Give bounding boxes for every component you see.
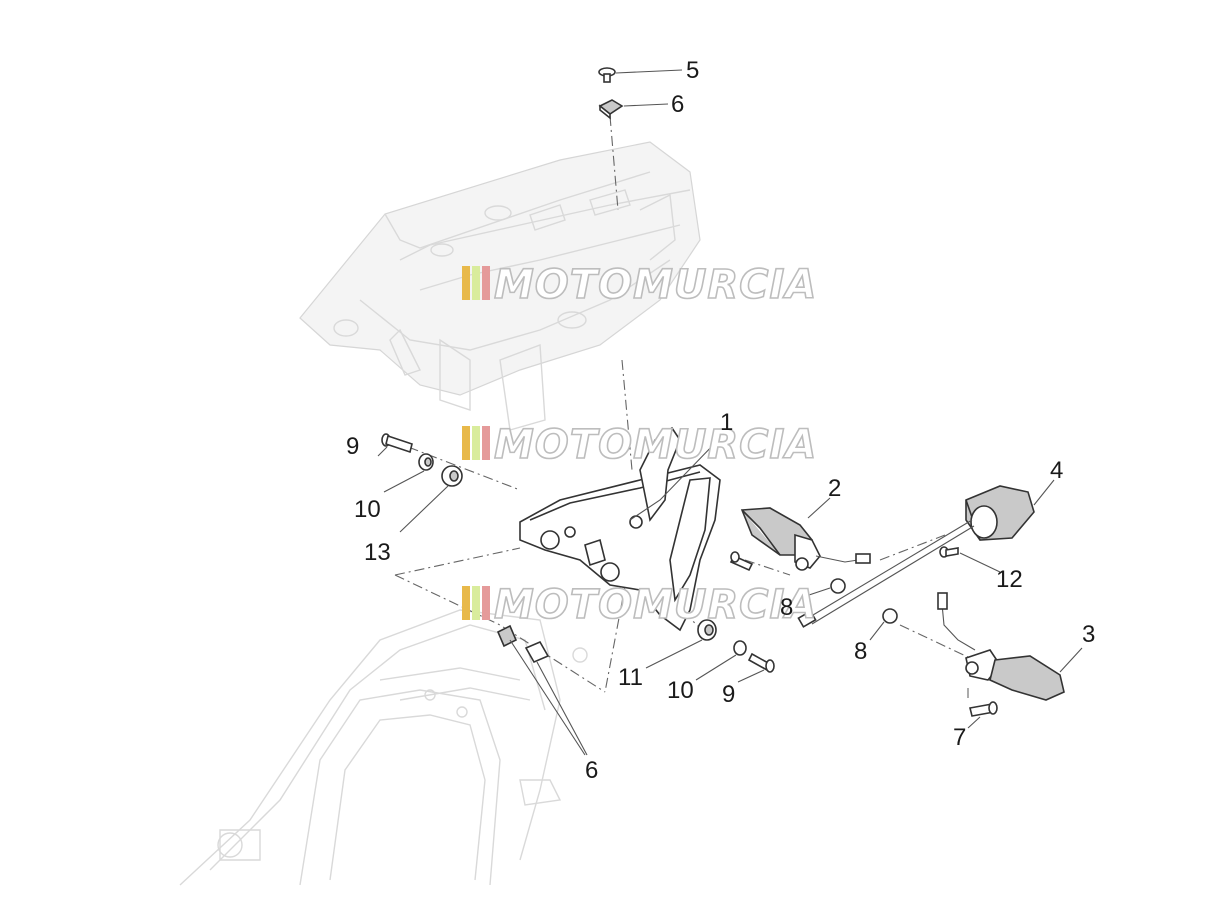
label-12: 12 — [996, 566, 1023, 593]
part-9-bolt-bottom — [747, 652, 775, 673]
leader-lines — [377, 69, 1083, 756]
part-labels: 5 6 1 9 10 13 2 4 12 8 8 3 11 10 9 7 6 — [346, 57, 1095, 784]
label-11: 11 — [618, 664, 643, 691]
label-4: 4 — [1050, 457, 1063, 484]
ghost-tail-cowl — [299, 141, 701, 431]
label-2: 2 — [828, 475, 841, 502]
part-13-grommet-left — [441, 465, 463, 487]
part-6-clip-nut-bottom — [496, 624, 550, 664]
watermark-top: MOTOMURCIA — [462, 261, 817, 309]
part-10-spacer-left — [418, 453, 434, 471]
part-9-bolt-left — [381, 433, 413, 454]
part-2-turn-signal-left — [740, 507, 871, 571]
watermark-stripe — [482, 266, 490, 300]
label-10-left: 10 — [354, 496, 381, 523]
watermark-stripe — [462, 586, 470, 620]
label-9-bottom: 9 — [722, 681, 735, 708]
watermark-stripe — [462, 266, 470, 300]
label-6-bottom: 6 — [585, 757, 598, 784]
part-11-grommet — [697, 619, 717, 641]
part-12-screw — [939, 546, 959, 558]
label-5: 5 — [686, 57, 699, 84]
part-4-tail-lamp — [797, 485, 1035, 628]
part-7-bolt-center — [729, 551, 754, 572]
watermark-text: MOTOMURCIA — [494, 262, 817, 308]
part-8-nut-center — [830, 578, 846, 594]
watermark-middle: MOTOMURCIA — [462, 421, 817, 469]
part-7-bolt — [969, 701, 998, 717]
label-8-right: 8 — [854, 638, 867, 665]
watermark-stripe — [472, 266, 480, 300]
watermark-stripe — [472, 586, 480, 620]
watermark-bottom: MOTOMURCIA — [462, 581, 817, 629]
watermark-stripe — [482, 586, 490, 620]
label-3: 3 — [1082, 621, 1095, 648]
watermark-stripe — [482, 426, 490, 460]
part-8-nut-right — [882, 608, 898, 624]
watermark-stripe — [462, 426, 470, 460]
part-6-clip-nut-top — [598, 99, 624, 120]
ghost-rear-frame — [179, 609, 588, 886]
watermark-text: MOTOMURCIA — [494, 582, 817, 628]
part-10-spacer-bottom — [733, 640, 747, 656]
label-1: 1 — [720, 409, 733, 436]
part-3-turn-signal-right — [937, 592, 1065, 701]
label-7: 7 — [953, 724, 966, 751]
watermark-stripe — [472, 426, 480, 460]
label-13: 13 — [364, 539, 391, 566]
part-1-bracket — [519, 426, 721, 632]
label-9-left: 9 — [346, 433, 359, 460]
label-6-top: 6 — [671, 91, 684, 118]
label-8-center: 8 — [780, 594, 793, 621]
label-10-bottom: 10 — [667, 677, 694, 704]
part-5-screw — [598, 67, 616, 83]
watermark-text: MOTOMURCIA — [494, 422, 817, 468]
